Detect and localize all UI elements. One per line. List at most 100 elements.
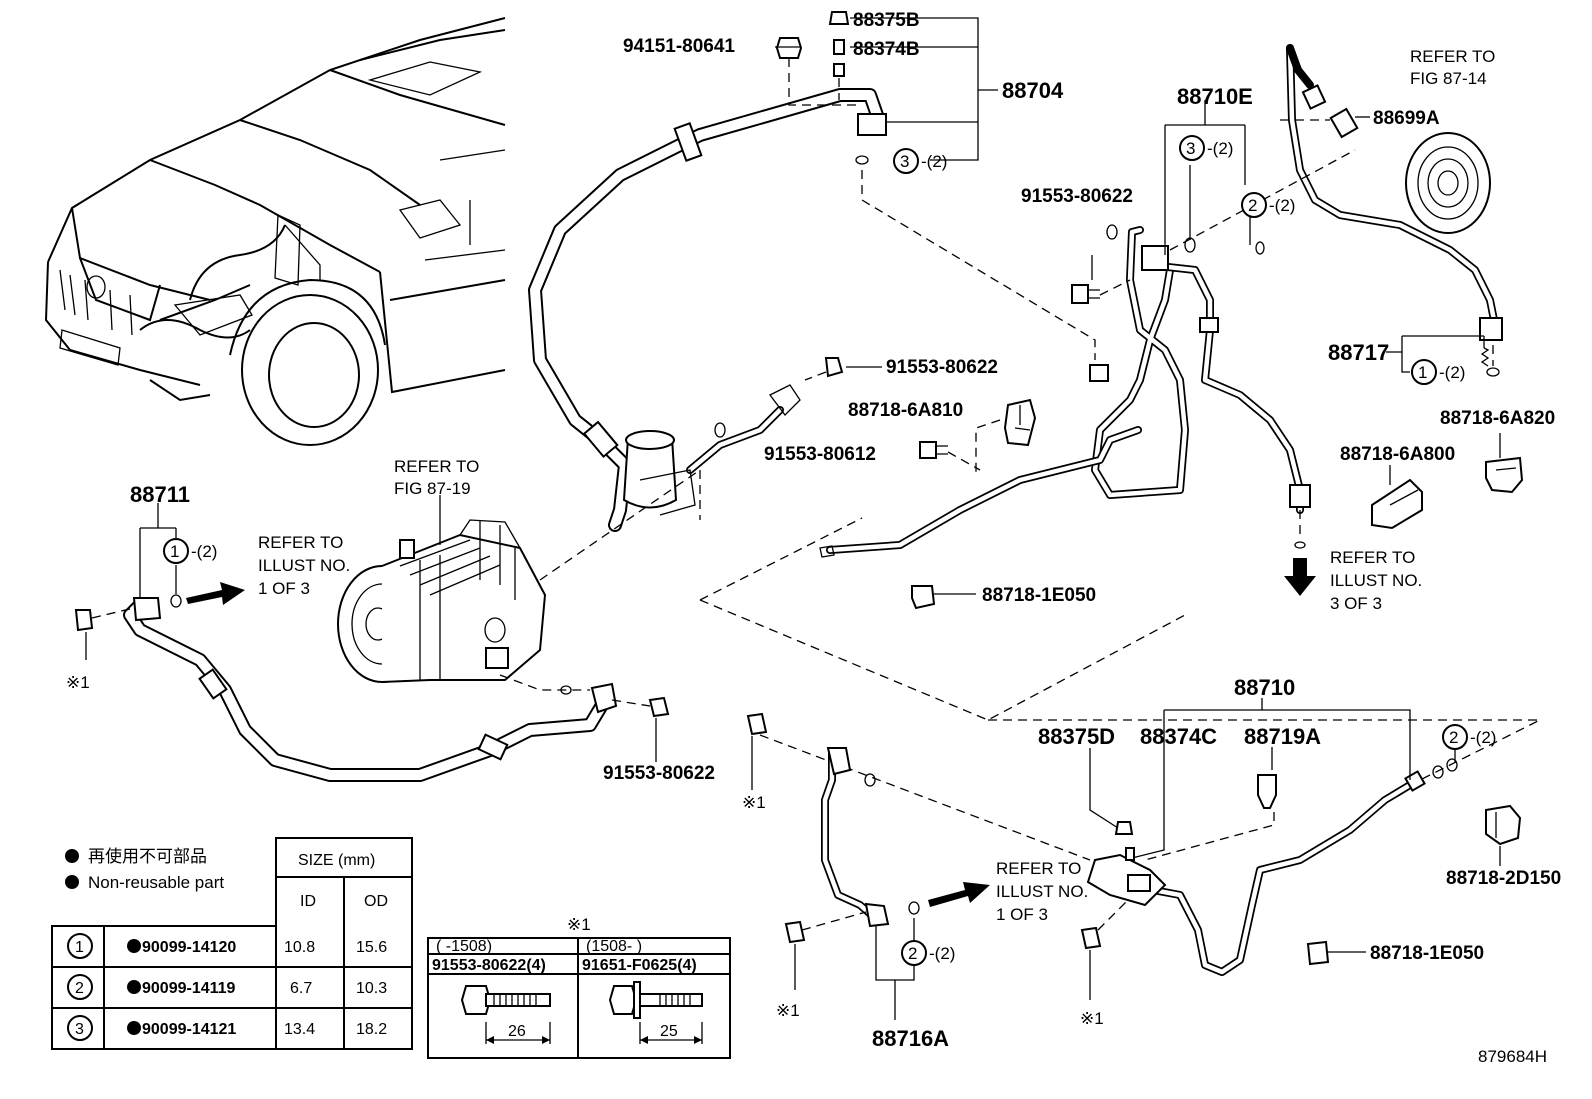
refer-to-illust-3-of-3-line3: 3 OF 3: [1330, 594, 1382, 613]
label-88704[interactable]: 88704: [1002, 78, 1064, 103]
refer-to-illust-1-of-3-lower-line3: 1 OF 3: [996, 905, 1048, 924]
svg-text:10.3: 10.3: [356, 980, 387, 997]
label-88374B[interactable]: 88374B: [853, 39, 920, 60]
bolt-table: ※1 ( -1508) (1508- ) 91553-80622(4) 9165…: [427, 915, 731, 1059]
label-88718-2D150[interactable]: 88718-2D150: [1446, 868, 1561, 889]
svg-text:-(2): -(2): [1269, 196, 1295, 215]
svg-text:3: 3: [1186, 139, 1195, 158]
svg-text:1: 1: [170, 542, 179, 561]
label-91553-80622-lower[interactable]: 91553-80622: [603, 763, 715, 784]
liquid-pipe-88717: [1286, 44, 1503, 341]
svg-text:2: 2: [908, 944, 917, 963]
callout-1-88717: [1411, 359, 1437, 385]
svg-text:6.7: 6.7: [290, 980, 312, 997]
label-91553-80622-upper[interactable]: 91553-80622: [1021, 186, 1133, 207]
svg-text:-(2): -(2): [191, 542, 217, 561]
compressor: [337, 519, 547, 683]
discharge-hose-88711: [123, 597, 618, 782]
label-88719A[interactable]: 88719A: [1244, 724, 1321, 749]
arrow-down-icon: [1284, 558, 1316, 596]
label-94151-80641[interactable]: 94151-80641: [623, 36, 735, 57]
suction-hose-88704: [528, 88, 887, 532]
size-table-part[interactable]: 90099-14119: [142, 980, 236, 997]
svg-text:1: 1: [75, 939, 84, 956]
size-table-part[interactable]: 90099-14120: [142, 939, 236, 956]
nut-94151: [775, 37, 803, 59]
mark1-bottom-left: ※1: [776, 1001, 800, 1020]
mark1-left: ※1: [66, 673, 90, 692]
bolt-table-col1-head: ( -1508): [436, 938, 492, 955]
label-88374C[interactable]: 88374C: [1140, 724, 1217, 749]
refer-to-illust-1-of-3-upper-line2: ILLUST NO.: [258, 556, 350, 575]
bolt-91553-80612: [919, 441, 948, 459]
arrow-right-icon: [186, 582, 245, 605]
svg-text:15.6: 15.6: [356, 939, 387, 956]
vehicle-illustration: [44, 17, 506, 446]
clamp-88718-1E050-upper: [911, 585, 936, 610]
label-88718-6A810[interactable]: 88718-6A810: [848, 400, 963, 421]
callout-3-88704: [893, 148, 919, 174]
label-88375D[interactable]: 88375D: [1038, 724, 1115, 749]
size-table-col-od: OD: [364, 893, 388, 910]
svg-text:13.4: 13.4: [284, 1021, 315, 1038]
bolt-table-col1-len: 26: [508, 1023, 526, 1040]
label-88716A[interactable]: 88716A: [872, 1026, 949, 1051]
legend-en: Non-reusable part: [88, 873, 224, 892]
label-91553-80612[interactable]: 91553-80612: [764, 444, 876, 465]
discharge-pipe-88710E: [819, 226, 1311, 558]
svg-text:2: 2: [75, 980, 84, 997]
label-88718-6A800[interactable]: 88718-6A800: [1340, 444, 1455, 465]
label-88718-1E050-upper[interactable]: 88718-1E050: [982, 585, 1096, 606]
size-table-part[interactable]: 90099-14121: [142, 1021, 236, 1038]
label-88699A[interactable]: 88699A: [1373, 108, 1440, 129]
legend-jp: 再使用不可部品: [88, 846, 207, 866]
label-88710E[interactable]: 88710E: [1177, 84, 1253, 109]
callout-2-88710E: [1241, 192, 1267, 218]
svg-text:1: 1: [1418, 363, 1427, 382]
filled-dot-icon: [65, 849, 79, 863]
label-88710[interactable]: 88710: [1234, 675, 1295, 700]
bolt-91553-80622-lower: [648, 696, 670, 718]
valve-88374C: [1125, 847, 1135, 861]
svg-text:18.2: 18.2: [356, 1021, 387, 1038]
label-88375B[interactable]: 88375B: [853, 10, 920, 31]
svg-text:2: 2: [1449, 728, 1458, 747]
mark1-middle: ※1: [742, 793, 766, 812]
size-table-col-id: ID: [300, 893, 316, 910]
label-88717[interactable]: 88717: [1328, 340, 1389, 365]
label-91553-80622-middle[interactable]: 91553-80622: [886, 357, 998, 378]
size-table: SIZE (mm) ID OD 1 90099-14120 10.8 15.6 …: [51, 837, 413, 1050]
refer-to-illust-1-of-3-lower-line2: ILLUST NO.: [996, 882, 1088, 901]
valve-88374B: [833, 39, 845, 77]
cap-88375D: [1114, 821, 1134, 835]
bolt-table-col2-part[interactable]: 91651-F0625(4): [582, 957, 697, 974]
refer-to-illust-1-of-3-lower-line1: REFER TO: [996, 859, 1081, 878]
refer-to-illust-3-of-3-line1: REFER TO: [1330, 548, 1415, 567]
filled-dot-icon: [127, 1021, 141, 1035]
bolt-table-col1-part[interactable]: 91553-80622(4): [432, 957, 546, 974]
callouts: 3 -(2) 3 -(2) 2 -(2) 1 -(2) 1 -(2) 2 -(2…: [163, 135, 1496, 966]
refer-to-illust-3-of-3-line2: ILLUST NO.: [1330, 571, 1422, 590]
bolt-mark1-left: [74, 609, 94, 632]
bolt-table-title: ※1: [567, 915, 591, 934]
callout-2-88716A: [901, 940, 927, 966]
label-88718-1E050-lower[interactable]: 88718-1E050: [1370, 943, 1484, 964]
filled-dot-icon: [65, 875, 79, 889]
svg-text:-(2): -(2): [921, 152, 947, 171]
size-table-header: SIZE (mm): [298, 852, 375, 869]
bolt-91553-80622-upper: [1071, 284, 1100, 304]
mark1-bottom-right: ※1: [1080, 1009, 1104, 1028]
callout-3-88710E: [1179, 135, 1205, 161]
svg-text:3: 3: [900, 152, 909, 171]
label-88711[interactable]: 88711: [130, 482, 190, 507]
grommet-refer-fig-87-14: [1405, 132, 1491, 234]
refer-to-fig-87-14-line2: FIG 87-14: [1410, 69, 1487, 88]
bolt-mark1-bottom-left: [784, 920, 806, 944]
arrow-right-icon-lower: [928, 882, 990, 907]
svg-text:2: 2: [1248, 196, 1257, 215]
refer-to-fig-87-14-line1: REFER TO: [1410, 47, 1495, 66]
label-88718-6A820[interactable]: 88718-6A820: [1440, 408, 1555, 429]
clamp-88718-2D150: [1485, 804, 1522, 846]
clamp-88718-6A810: [1003, 398, 1037, 447]
